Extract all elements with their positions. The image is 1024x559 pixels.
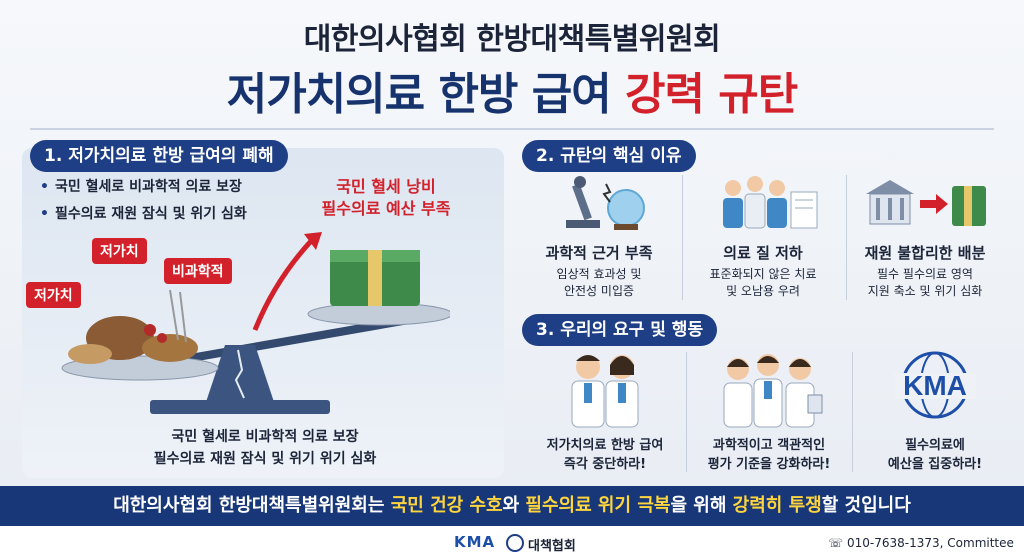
bullet-item: 필수의료 재원 잠식 및 위기 심화 (40, 203, 247, 223)
divider (852, 352, 853, 472)
section3-heading: 3. 우리의 요구 및 행동 (522, 314, 718, 346)
waste-callout: 국민 혈세 낭비 필수의료 예산 부족 (286, 176, 486, 220)
caption-line1: 국민 혈세로 비과학적 의료 보장 (171, 429, 359, 445)
section2-heading: 2. 규탄의 핵심 이유 (522, 140, 696, 172)
acupuncture-needle-icon (179, 291, 187, 343)
reason-desc-line: 임상적 효과성 및 (556, 267, 642, 281)
banner-text: 와 (502, 495, 526, 516)
demand-line: 평가 기준을 강화하라! (707, 457, 831, 472)
arrow-head-icon (304, 232, 322, 250)
waste-line1: 국민 혈세 낭비 (336, 177, 436, 196)
title-main-text: 저가치의료 한방 급여 (226, 69, 626, 120)
bottom-banner: 대한의사협회 한방대책특별위원회는 국민 건강 수호와 필수의료 위기 극복을 … (0, 486, 1024, 526)
demand-card: 저가치의료 한방 급여 즉각 중단하라! (530, 344, 680, 474)
footer-org: 대책협회 (528, 539, 576, 554)
demand-card: 과학적이고 객관적인 평가 기준을 강화하라! (694, 344, 844, 474)
waste-line2: 필수의료 예산 부족 (321, 199, 451, 218)
reason-card: 재원 불합리한 배분 필수 필수의료 영역 지원 축소 및 위기 심화 (850, 168, 1000, 300)
banner-text: 대한의사협회 한방대책특별위원회는 (113, 495, 391, 516)
acupuncture-needle-icon (169, 289, 179, 341)
divider (846, 175, 847, 300)
tag-low-value: 저가치 (92, 238, 147, 264)
page-title-organization: 대한의사협회 한방대책특별위원회 (303, 22, 721, 57)
demand-text: 과학적이고 객관적인 평가 기준을 강화하라! (694, 436, 844, 474)
reason-desc: 표준화되지 않은 치료 및 오남용 우려 (688, 266, 838, 300)
seal-icon (506, 534, 524, 552)
title-divider (30, 128, 994, 130)
caption-line2: 필수의료 재원 잠식 및 위기 위기 심화 (153, 451, 377, 467)
kma-logo-text: KMA (903, 370, 967, 401)
jujube-icon (157, 333, 167, 343)
footer-contact: ☏010-7638-1373, Committee (828, 536, 1014, 550)
reason-title: 과학적 근거 부족 (545, 244, 653, 262)
banner-highlight: 필수의료 위기 극복 (525, 495, 671, 516)
microscope-crystal-ball-icon (524, 168, 674, 238)
three-doctors-icon (694, 344, 844, 430)
bullet-item: 국민 혈세로 비과학적 의료 보장 (40, 176, 247, 196)
herb-root-icon (68, 344, 112, 364)
crack-icon (234, 349, 245, 399)
demand-line: 과학적이고 객관적인 (712, 438, 826, 453)
reason-desc-line: 및 오남용 우려 (726, 284, 800, 298)
jujube-icon (144, 324, 156, 336)
section1-bullets: 국민 혈세로 비과학적 의료 보장 필수의료 재원 잠식 및 위기 심화 (40, 176, 247, 230)
divider (682, 175, 683, 300)
demand-line: 필수의료에 (905, 438, 965, 453)
reason-card: 의료 질 저하 표준화되지 않은 치료 및 오남용 우려 (688, 168, 838, 300)
right-pan-icon (307, 302, 450, 326)
section1-heading: 1. 저가치의료 한방 급여의 폐해 (30, 140, 288, 172)
two-doctors-icon (530, 344, 680, 430)
reason-desc-line: 표준화되지 않은 치료 (709, 267, 817, 281)
balance-scale-illustration (61, 232, 450, 414)
herb-pile-icon (142, 334, 198, 362)
footer-logo: KMA (454, 533, 496, 551)
demand-card: KMA 필수의료에 예산을 집중하라! (860, 344, 1010, 474)
medical-staff-documents-icon (688, 168, 838, 238)
up-arrow-icon (252, 238, 314, 331)
page-title-main: 저가치의료 한방 급여 강력 규탄 (0, 58, 1024, 122)
contact-text: 010-7638-1373, Committee (847, 536, 1014, 550)
tag-low-value: 저가치 (26, 282, 81, 308)
demand-text: 필수의료에 예산을 집중하라! (860, 436, 1010, 474)
money-band-icon (368, 250, 382, 306)
reason-desc: 필수 필수의료 영역 지원 축소 및 위기 심화 (850, 266, 1000, 300)
section1-caption: 국민 혈세로 비과학적 의료 보장 필수의료 재원 잠식 및 위기 위기 심화 (60, 426, 470, 470)
demand-line: 저가치의료 한방 급여 (546, 438, 664, 453)
title-accent-text: 강력 규탄 (625, 69, 798, 120)
demand-text: 저가치의료 한방 급여 즉각 중단하라! (530, 436, 680, 474)
reason-desc-line: 안전성 미입증 (563, 284, 635, 298)
banner-text: 할 것입니다 (821, 495, 911, 516)
tag-unscientific: 비과학적 (164, 258, 232, 284)
reason-desc-line: 지원 축소 및 위기 심화 (867, 284, 983, 298)
banner-text: 을 위해 (670, 495, 733, 516)
reason-desc: 임상적 효과성 및 안전성 미입증 (524, 266, 674, 300)
divider (686, 352, 687, 472)
reason-title: 재원 불합리한 배분 (864, 244, 986, 262)
scale-base-icon (150, 400, 330, 414)
demand-line: 즉각 중단하라! (563, 457, 647, 472)
banner-highlight: 강력히 투쟁 (732, 495, 822, 516)
banner-highlight: 국민 건강 수호 (390, 495, 503, 516)
reason-title: 의료 질 저하 (723, 244, 803, 262)
phone-icon: ☏ (828, 536, 844, 550)
kma-logo-icon: KMA (860, 344, 1010, 430)
building-money-icon (850, 168, 1000, 238)
demand-line: 예산을 집중하라! (887, 457, 983, 472)
reason-desc-line: 필수 필수의료 영역 (877, 267, 973, 281)
reason-card: 과학적 근거 부족 임상적 효과성 및 안전성 미입증 (524, 168, 674, 300)
